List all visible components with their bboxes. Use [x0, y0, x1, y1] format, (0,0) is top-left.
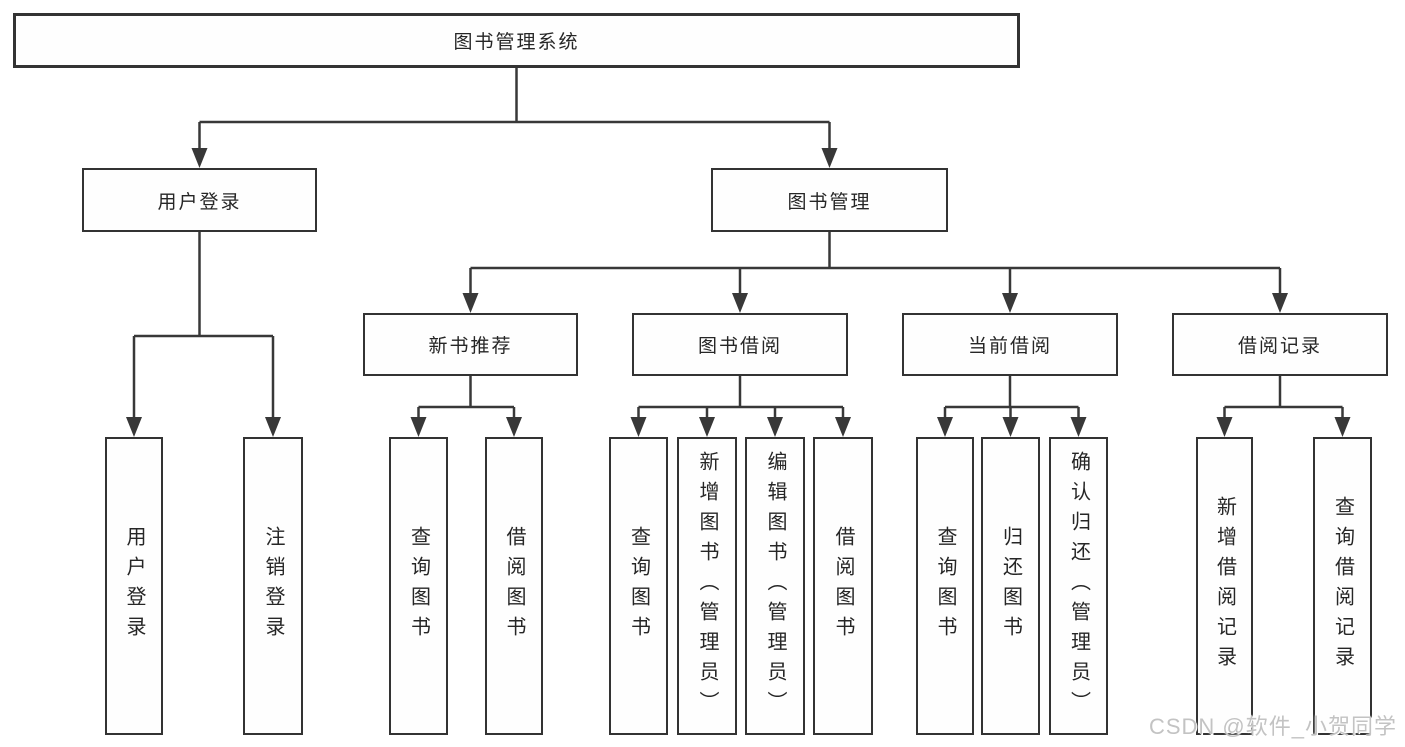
branch-user-login: [132, 232, 275, 419]
leaf-user-login: 用户登录: [105, 437, 163, 735]
node-library-system: 图书管理系统: [13, 13, 1020, 68]
leaf-current-confirm-return-admin: 确认归还（管理员）: [1049, 437, 1108, 735]
node-book-management: 图书管理: [711, 168, 948, 232]
branch-root: [198, 68, 831, 150]
node-borrow-records: 借阅记录: [1172, 313, 1388, 376]
node-label: 图书管理系统: [453, 32, 580, 53]
node-label: 查询借阅记录: [1331, 496, 1354, 676]
leaf-logout: 注销登录: [243, 437, 303, 735]
branch-borrow-records: [1223, 376, 1344, 419]
node-label: 查询图书: [934, 526, 956, 646]
arrowheads-level2: [191, 148, 838, 168]
node-label: 归还图书: [999, 526, 1022, 646]
node-book-borrow: 图书借阅: [632, 313, 848, 376]
leaf-borrow-borrow-books: 借阅图书: [813, 437, 873, 735]
node-label: 注销登录: [262, 526, 284, 646]
node-label: 用户登录: [157, 191, 242, 213]
node-label: 用户登录: [123, 526, 145, 646]
node-label: 新书推荐: [428, 336, 513, 357]
leaf-current-return-books: 归还图书: [981, 437, 1040, 735]
leaf-records-query-record: 查询借阅记录: [1313, 437, 1372, 735]
leaf-borrow-edit-books-admin: 编辑图书（管理员）: [745, 437, 805, 735]
node-label: 查询图书: [627, 526, 650, 646]
leaf-current-query-books: 查询图书: [916, 437, 974, 735]
leaf-borrow-add-books-admin: 新增图书（管理员）: [677, 437, 737, 735]
node-label: 借阅记录: [1237, 336, 1322, 357]
node-label: 借阅图书: [503, 526, 525, 646]
branch-book-mgmt: [469, 232, 1282, 295]
node-current-borrow: 当前借阅: [902, 313, 1118, 376]
leaf-recommend-query-books: 查询图书: [389, 437, 448, 735]
leaf-recommend-borrow-books: 借阅图书: [485, 437, 543, 735]
csdn-watermark: CSDN @软件_小贺同学: [1148, 714, 1397, 739]
node-user-login: 用户登录: [82, 168, 317, 232]
node-label: 借阅图书: [832, 526, 854, 646]
node-label: 确认归还（管理员）: [1067, 451, 1090, 721]
node-label: 新增借阅记录: [1213, 496, 1236, 676]
node-label: 新增图书（管理员）: [696, 451, 718, 721]
arrowheads-level4: [126, 417, 1351, 437]
branch-book-borrow: [637, 376, 845, 419]
branch-new-book: [417, 376, 516, 419]
node-label: 编辑图书（管理员）: [764, 451, 786, 721]
leaf-records-add-record: 新增借阅记录: [1196, 437, 1253, 735]
arrowheads-level3: [462, 293, 1288, 313]
branch-current-borrow: [943, 376, 1080, 419]
node-new-book-recommend: 新书推荐: [363, 313, 578, 376]
node-label: 查询图书: [407, 526, 430, 646]
node-label: 图书管理: [787, 191, 872, 213]
leaf-borrow-query-books: 查询图书: [609, 437, 668, 735]
node-label: 当前借阅: [967, 336, 1052, 357]
node-label: 图书借阅: [697, 336, 782, 357]
